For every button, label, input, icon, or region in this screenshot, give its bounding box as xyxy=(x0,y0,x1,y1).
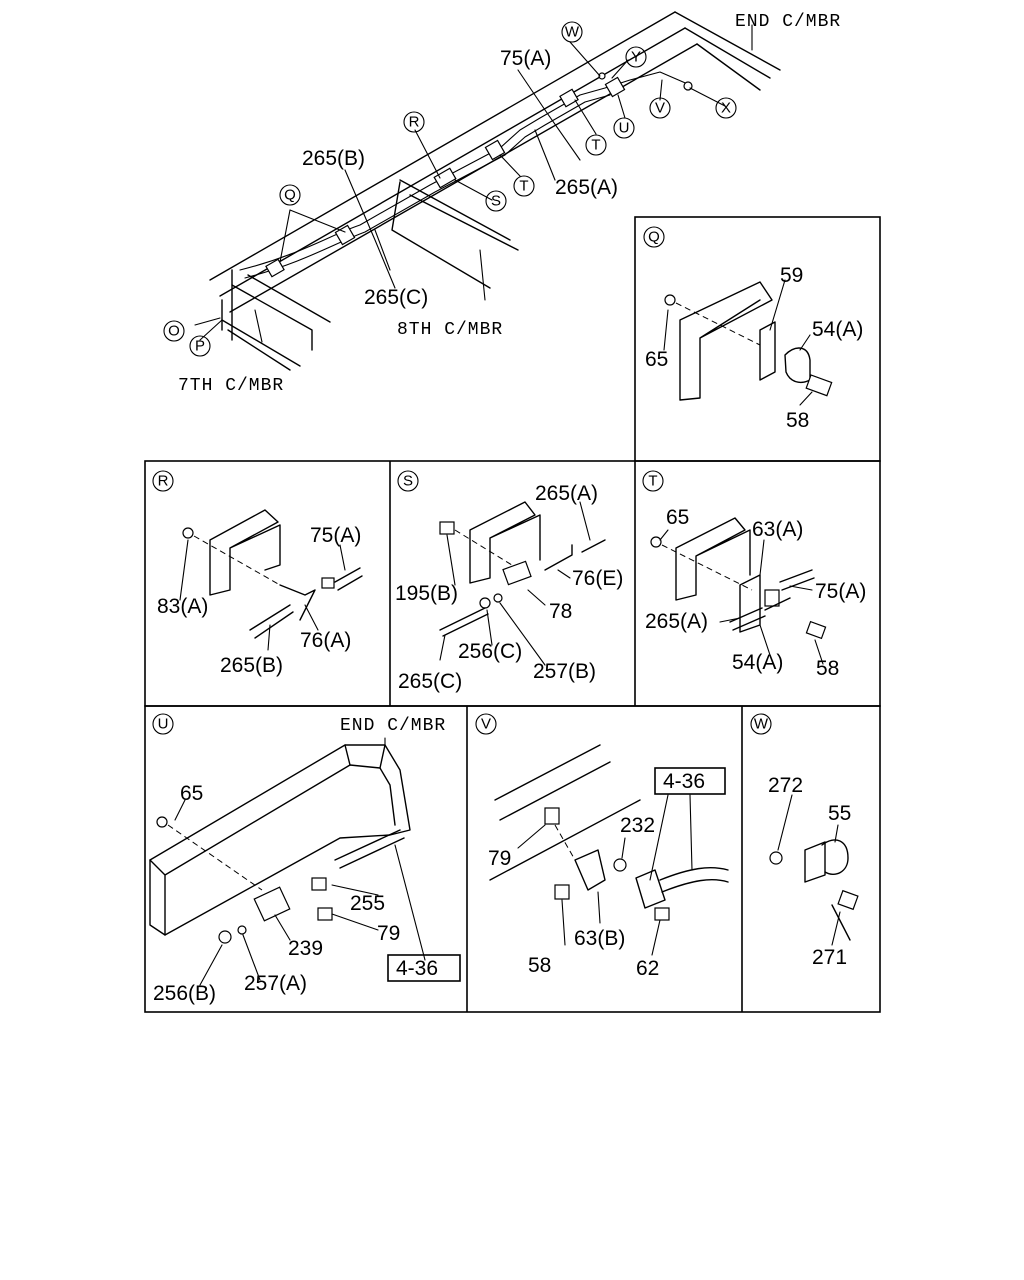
u-label-257a: 257(A) xyxy=(244,972,307,995)
s-label-256c: 256(C) xyxy=(458,640,522,663)
t-label-265a: 265(A) xyxy=(645,610,708,633)
panel-u: U END C/MBR 65 255 79 239 256(B) 257(A) … xyxy=(149,713,461,1005)
t-label-65: 65 xyxy=(666,506,689,529)
v-label-63b: 63(B) xyxy=(574,927,625,950)
u-ref-4-36[interactable]: 4-36 xyxy=(396,957,438,980)
q-label-58: 58 xyxy=(786,409,809,432)
callouts: W Y V X U T T R S Q O P xyxy=(163,21,737,357)
s-label-257b: 257(B) xyxy=(533,660,596,683)
panel-q: Q 59 54(A) 65 58 xyxy=(643,226,863,432)
v-label-62: 62 xyxy=(636,957,659,980)
callout-r: R xyxy=(409,114,420,131)
panel-r: R 75(A) 83(A) 76(A) 265(B) xyxy=(152,470,363,677)
label-265c: 265(C) xyxy=(364,286,428,309)
s-label-78: 78 xyxy=(549,600,572,623)
panel-s-title: S xyxy=(403,473,413,490)
label-265b: 265(B) xyxy=(302,147,365,170)
q-label-59: 59 xyxy=(780,264,803,287)
w-label-271: 271 xyxy=(812,946,847,969)
r-label-75a: 75(A) xyxy=(310,524,361,547)
panel-r-title: R xyxy=(158,473,169,490)
t-label-75a: 75(A) xyxy=(815,580,866,603)
label-7th-cmbr: 7TH C/MBR xyxy=(178,376,284,396)
r-label-83a: 83(A) xyxy=(157,595,208,618)
q-label-65: 65 xyxy=(645,348,668,371)
panel-t: T 65 63(A) 75(A) 265(A) 54(A) 58 xyxy=(642,470,866,680)
callout-y: Y xyxy=(631,49,641,66)
panel-s: S 265(A) 195(B) 76(E) 78 256(C) 257(B) 2… xyxy=(395,470,623,693)
v-label-79: 79 xyxy=(488,847,511,870)
t-label-58: 58 xyxy=(816,657,839,680)
u-label-239: 239 xyxy=(288,937,323,960)
callout-x: X xyxy=(721,100,731,117)
callout-v: V xyxy=(655,100,665,117)
callout-u: U xyxy=(619,120,630,137)
t-label-54a: 54(A) xyxy=(732,651,783,674)
callout-s: S xyxy=(491,193,501,210)
panel-t-title: T xyxy=(648,473,657,490)
main-overview: END C/MBR 75(A) 265(B) 265(A) 265(C) 8TH… xyxy=(163,11,841,396)
panel-w: W 272 55 271 xyxy=(750,713,859,969)
label-8th-cmbr: 8TH C/MBR xyxy=(397,320,503,340)
u-label-256b: 256(B) xyxy=(153,982,216,1005)
callout-o: O xyxy=(168,323,180,340)
panel-v-title: V xyxy=(481,716,491,733)
label-265a: 265(A) xyxy=(555,176,618,199)
s-label-195b: 195(B) xyxy=(395,582,458,605)
callout-t2: T xyxy=(519,178,528,195)
u-label-65: 65 xyxy=(180,782,203,805)
r-label-76a: 76(A) xyxy=(300,629,351,652)
panel-w-title: W xyxy=(754,716,769,733)
callout-p: P xyxy=(195,338,205,355)
r-label-265b: 265(B) xyxy=(220,654,283,677)
t-label-63a: 63(A) xyxy=(752,518,803,541)
callout-q: Q xyxy=(284,187,296,204)
callout-w: W xyxy=(565,24,580,41)
w-label-272: 272 xyxy=(768,774,803,797)
v-label-58: 58 xyxy=(528,954,551,977)
u-label-end-cmbr: END C/MBR xyxy=(340,716,446,736)
callout-t1: T xyxy=(591,137,600,154)
s-label-265c: 265(C) xyxy=(398,670,462,693)
label-end-cmbr: END C/MBR xyxy=(735,12,841,32)
s-label-265a: 265(A) xyxy=(535,482,598,505)
u-label-79: 79 xyxy=(377,922,400,945)
label-75a: 75(A) xyxy=(500,47,551,70)
s-label-76e: 76(E) xyxy=(572,567,623,590)
q-label-54a: 54(A) xyxy=(812,318,863,341)
w-label-55: 55 xyxy=(828,802,851,825)
u-label-255: 255 xyxy=(350,892,385,915)
panel-v: V 4-36 232 79 58 63(B) 62 xyxy=(475,713,729,980)
v-ref-4-36[interactable]: 4-36 xyxy=(663,770,705,793)
v-label-232: 232 xyxy=(620,814,655,837)
panel-u-title: U xyxy=(158,716,169,733)
panel-q-title: Q xyxy=(648,229,660,246)
panel-grid xyxy=(144,216,881,1013)
